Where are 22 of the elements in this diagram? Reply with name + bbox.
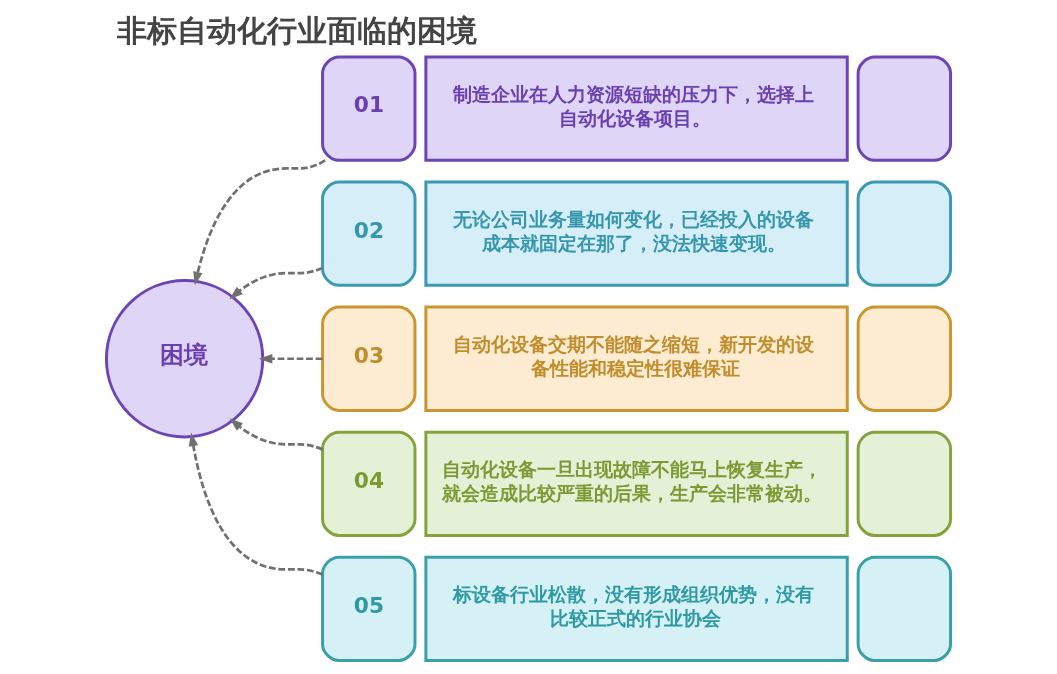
arrow — [258, 353, 323, 364]
node-box: 自动化设备一旦出现故障不能马上恢复生产，就会造成比较严重的后果，生产会非常被动。 — [424, 430, 849, 537]
node-box: 03 — [321, 305, 417, 412]
node-box: 04 — [321, 430, 417, 537]
node-box — [856, 180, 953, 287]
arrow — [193, 159, 326, 286]
node-box: 05 — [321, 555, 417, 662]
node-box: 自动化设备交期不能随之缩短，新开发的设备性能和稳定性很难保证 — [424, 305, 849, 412]
diagram-title: 非标自动化行业面临的困境 — [117, 13, 478, 49]
node-box: 制造企业在人力资源短缺的压力下，选择上自动化设备项目。 — [424, 55, 849, 162]
node-box — [856, 430, 953, 537]
arrow — [229, 266, 324, 300]
arrow — [229, 418, 324, 451]
node-circle: 困境 — [104, 279, 265, 439]
node-box: 01 — [321, 55, 417, 162]
node-box: 无论公司业务量如何变化，已经投入的设备成本就固定在那了，没法快速变现。 — [424, 180, 849, 287]
node-box: 标设备行业松散，没有形成组织优势，没有比较正式的行业协会 — [424, 555, 849, 662]
arrow — [188, 432, 324, 576]
node-box — [856, 305, 953, 412]
node-box: 02 — [321, 180, 417, 287]
node-box — [856, 55, 953, 162]
node-box — [856, 555, 953, 662]
